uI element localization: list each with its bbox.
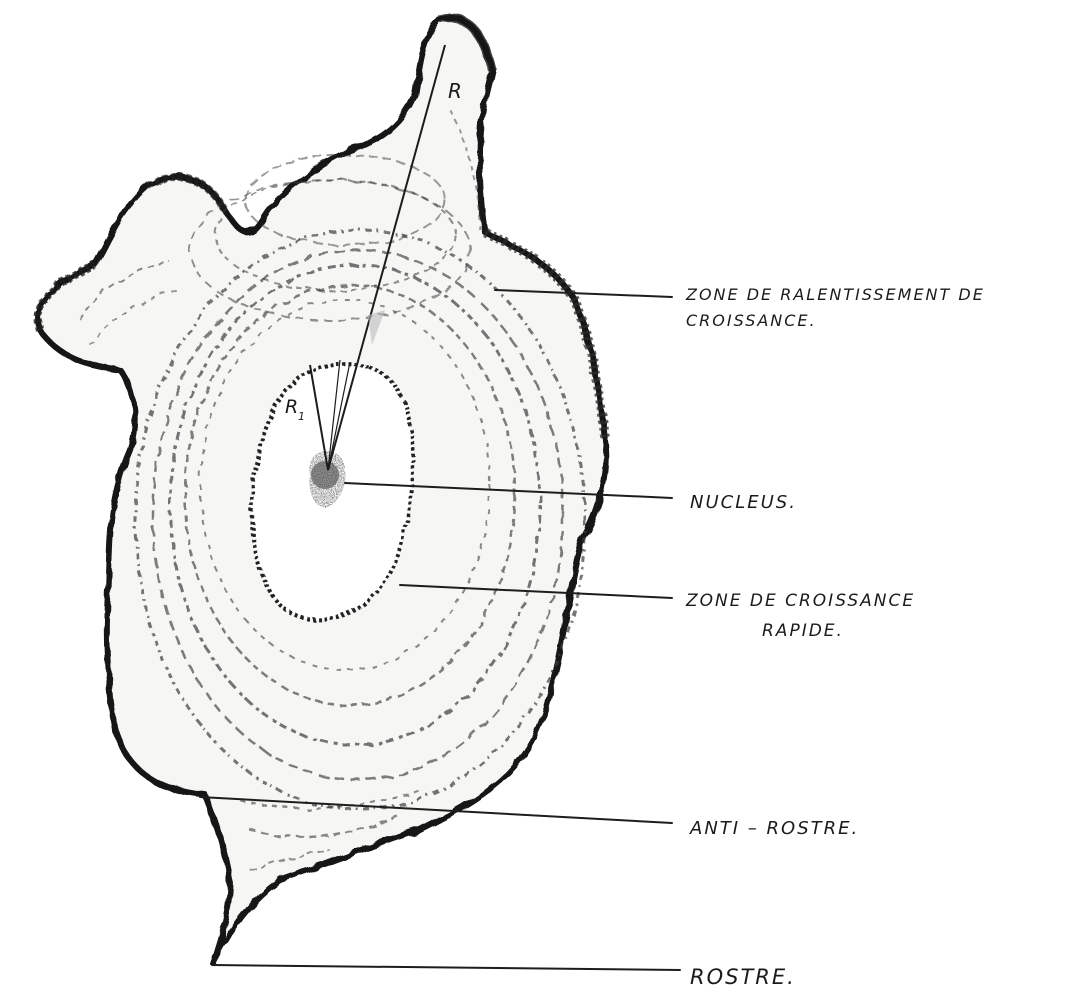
label-slow-growth-line2: CROISSANCE. (686, 311, 817, 330)
label-nucleus: NUCLEUS. (690, 492, 797, 513)
label-antirostrum: ANTI – ROSTRE. (689, 818, 859, 839)
leader-rostrum (212, 965, 680, 970)
radius-r-label: R (448, 79, 464, 103)
label-rostrum: ROSTRE. (690, 965, 796, 989)
radius-r1-subscript: 1 (298, 410, 307, 423)
label-fast-growth-line1: ZONE DE CROISSANCE (685, 591, 915, 611)
label-fast-growth-line2: RAPIDE. (762, 621, 844, 641)
label-slow-growth-line1: ZONE DE RALENTISSEMENT DE (685, 285, 985, 304)
